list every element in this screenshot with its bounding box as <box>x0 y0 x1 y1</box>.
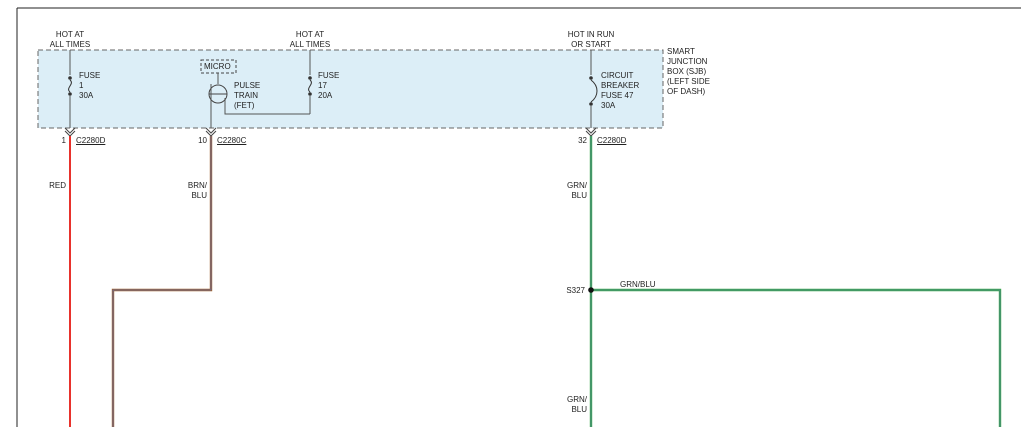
power-source-right-label: HOT IN RUN OR START <box>567 30 615 49</box>
pin-10-connector: C2280C <box>217 136 247 145</box>
module-name-label: SMART JUNCTION BOX (SJB) (LEFT SIDE OF D… <box>667 47 710 96</box>
pin-32-number: 32 <box>578 136 587 145</box>
grn-blu-branch-wire <box>591 288 1002 427</box>
pin-1-number: 1 <box>61 136 66 145</box>
pulse-train-label: PULSE TRAIN (FET) <box>234 81 261 110</box>
grn-blu-upper-label: GRN/ BLU <box>567 181 587 200</box>
fet-to-fuse-17-line <box>224 98 310 115</box>
connector-pin-32-symbol <box>585 127 597 137</box>
micro-label: MICRO <box>204 62 231 71</box>
circuit-breaker-47-symbol <box>589 76 598 128</box>
pin-32-connector: C2280D <box>597 136 627 145</box>
splice-s327-dot <box>588 287 594 293</box>
fuse-1-label: FUSE 1 30A <box>79 71 101 100</box>
power-source-left-label: HOT AT ALL TIMES <box>49 30 91 49</box>
brn-blu-wire <box>111 136 213 427</box>
fuse-17-label: FUSE 17 20A <box>318 71 340 100</box>
red-wire-label: RED <box>49 181 66 190</box>
smart-junction-box <box>37 49 664 129</box>
fuse-1-symbol <box>68 76 72 128</box>
brn-blu-wire-label: BRN/ BLU <box>187 181 207 200</box>
power-source-middle-label: HOT AT ALL TIMES <box>289 30 331 49</box>
fuse-17-symbol <box>308 76 312 114</box>
connector-pin-10-symbol <box>205 127 217 137</box>
pin-10-number: 10 <box>198 136 207 145</box>
fuse-47-label: CIRCUIT BREAKER FUSE 47 30A <box>601 71 640 110</box>
splice-s327-label: S327 <box>566 286 585 295</box>
connector-pin-1-symbol <box>64 127 76 137</box>
pin-1-connector: C2280D <box>76 136 106 145</box>
grn-blu-lower-label: GRN/ BLU <box>567 395 587 414</box>
grn-blu-branch-label: GRN/BLU <box>620 280 656 289</box>
